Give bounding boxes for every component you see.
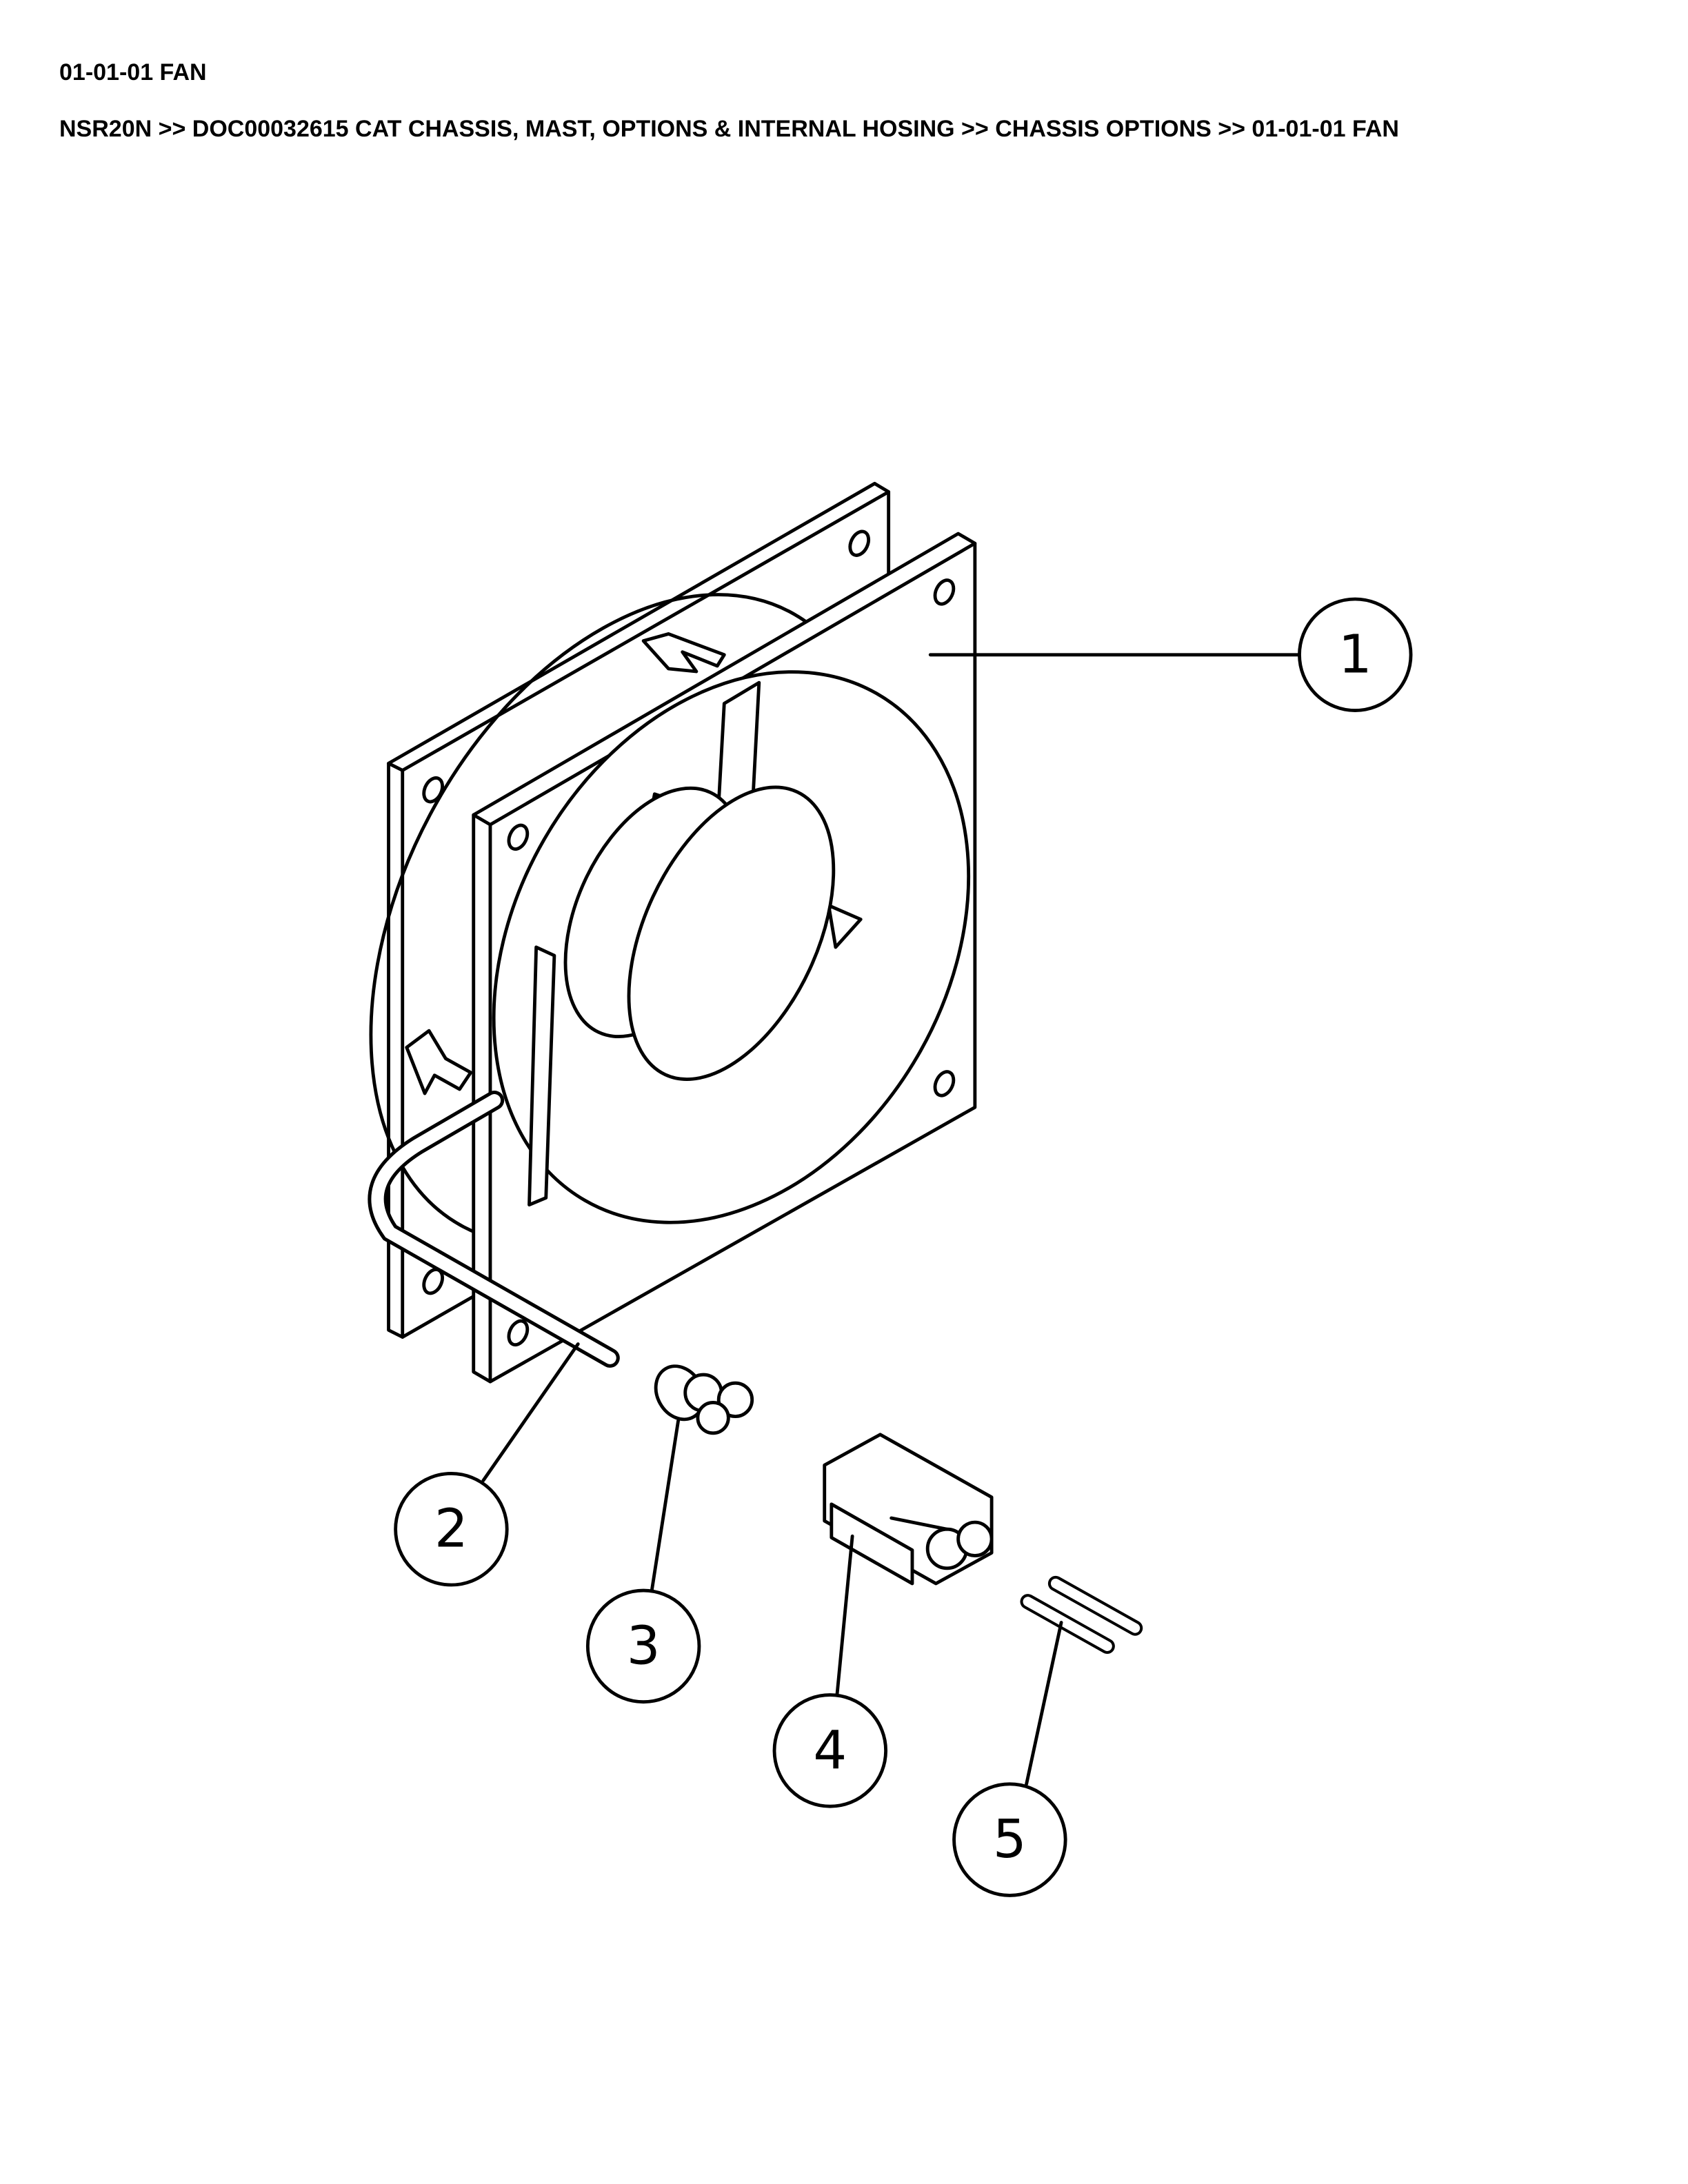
airflow-arrow-icon xyxy=(405,632,726,1095)
callout-number: 1 xyxy=(1338,624,1372,685)
breadcrumb: NSR20N >> DOC00032615 CAT CHASSIS, MAST,… xyxy=(59,116,1399,142)
fan-cable xyxy=(368,1090,620,1368)
fan-front-plate xyxy=(472,532,977,1384)
callout-number: 3 xyxy=(627,1615,661,1677)
callout-number: 2 xyxy=(434,1499,468,1560)
grommet-part xyxy=(654,1364,754,1435)
contact-pins-part xyxy=(1020,1575,1143,1654)
callout-1[interactable]: 1 xyxy=(1298,597,1413,712)
callout-number: 4 xyxy=(813,1720,847,1781)
callout-5[interactable]: 5 xyxy=(952,1782,1067,1897)
callout-2[interactable]: 2 xyxy=(394,1472,509,1587)
leader-lines xyxy=(481,653,1301,1786)
connector-housing-part xyxy=(823,1433,994,1586)
callout-number: 5 xyxy=(993,1809,1027,1870)
callout-4[interactable]: 4 xyxy=(772,1693,888,1808)
callout-3[interactable]: 3 xyxy=(585,1588,701,1704)
page-title: 01-01-01 FAN xyxy=(59,59,207,85)
